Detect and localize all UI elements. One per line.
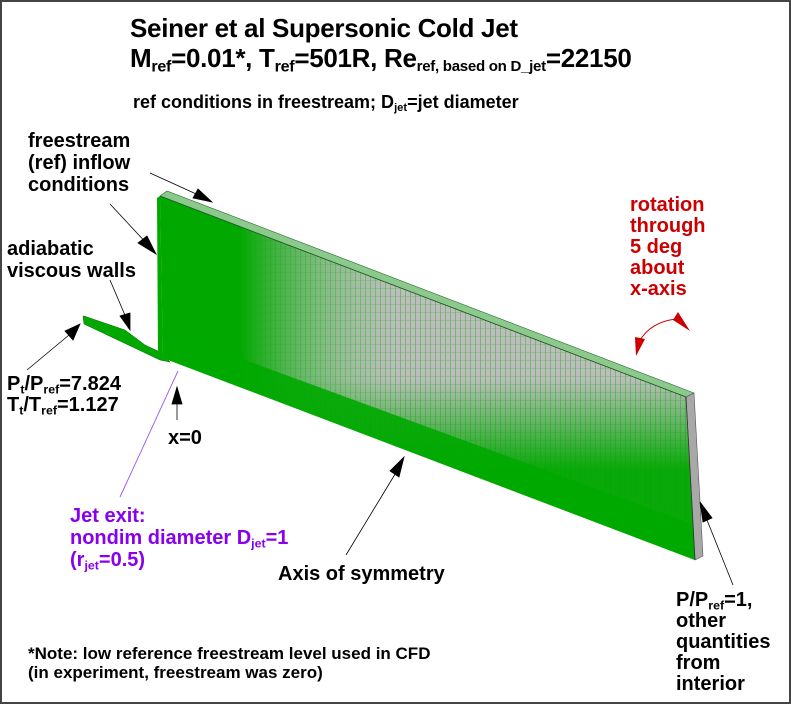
footnote: *Note: low reference freestream level us… xyxy=(28,644,431,682)
axis-of-symmetry-label: Axis of symmetry xyxy=(278,563,445,585)
title-line-1: Seiner et al Supersonic Cold Jet xyxy=(130,13,518,43)
annotation-arrows xyxy=(26,172,734,586)
x0-label: x=0 xyxy=(168,427,202,449)
mesh-panel xyxy=(157,190,704,561)
rotation-label: rotation through 5 deg about x-axis xyxy=(630,194,706,300)
jet-exit-leader xyxy=(119,370,179,498)
jet-exit-label: Jet exit: nondim diameter Djet=1 (rjet=0… xyxy=(70,505,289,573)
subtitle: ref conditions in freestream; Djet=jet d… xyxy=(133,92,519,115)
title-line-2: Mref=0.01*, Tref=501R, Reref, based on D… xyxy=(130,43,632,76)
rotation-arrow-icon xyxy=(635,312,690,356)
walls-label: adiabatic viscous walls xyxy=(7,238,136,282)
inflow-conditions-label: Pt/Pref=7.824 Tt/Tref=1.127 xyxy=(7,373,121,418)
outflow-conditions-label: P/Pref=1, other quantities from interior xyxy=(676,589,771,695)
freestream-label: freestream (ref) inflow conditions xyxy=(28,130,131,196)
